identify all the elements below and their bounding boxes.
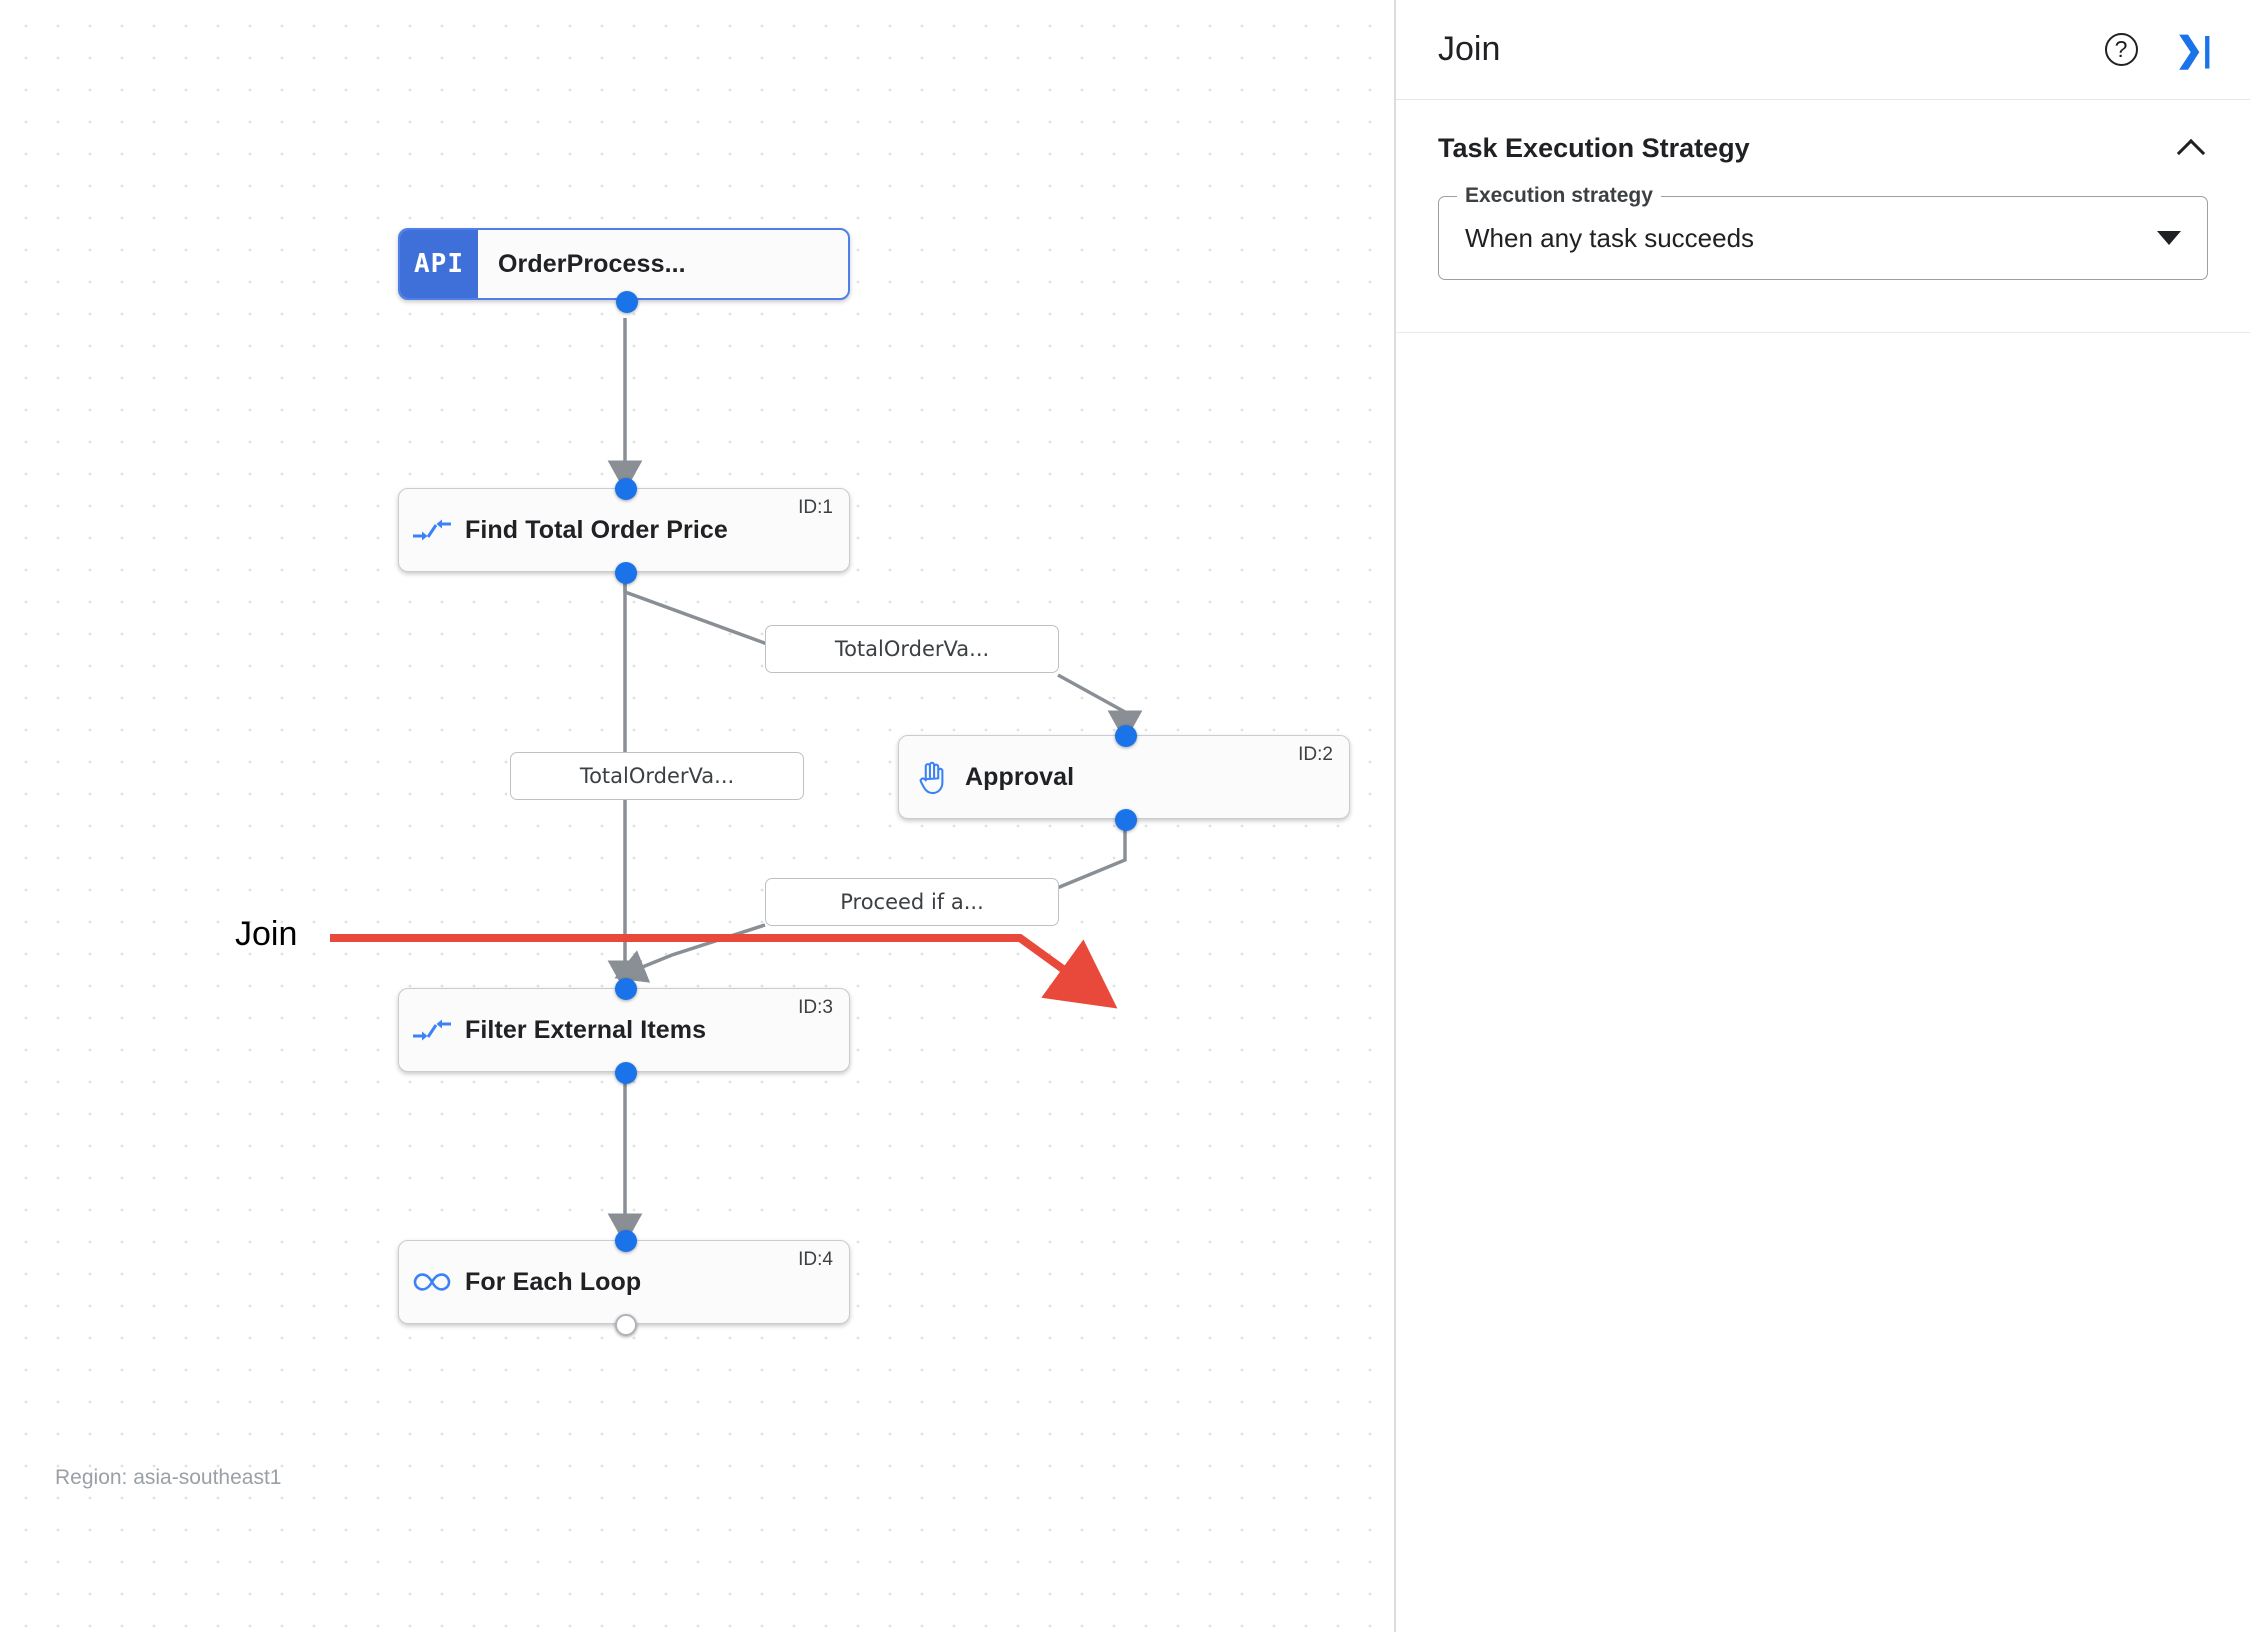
node-id-badge: ID:3 bbox=[798, 997, 833, 1018]
node-output-port[interactable] bbox=[615, 1314, 637, 1336]
node-title: Find Total Order Price bbox=[465, 515, 728, 544]
node-title: OrderProcess... bbox=[498, 249, 686, 278]
node-input-port[interactable] bbox=[615, 978, 637, 1000]
merge-arrows-icon bbox=[399, 1017, 465, 1043]
section-title: Task Execution Strategy bbox=[1438, 132, 1750, 163]
execution-strategy-select[interactable]: Execution strategy When any task succeed… bbox=[1438, 184, 2208, 280]
merge-arrows-icon bbox=[399, 517, 465, 543]
edge-label-chip[interactable]: Proceed if a... bbox=[765, 878, 1059, 926]
node-find-total-order-price[interactable]: Find Total Order Price ID:1 bbox=[398, 478, 850, 584]
node-output-port[interactable] bbox=[616, 291, 638, 313]
properties-panel: Join ? ❯| Task Execution Strategy Execut… bbox=[1396, 0, 2250, 1632]
node-output-port[interactable] bbox=[615, 562, 637, 584]
execution-strategy-value: When any task succeeds bbox=[1465, 222, 1755, 253]
section-header-toggle[interactable]: Task Execution Strategy bbox=[1438, 100, 2208, 196]
node-output-port[interactable] bbox=[1115, 809, 1137, 831]
hand-icon bbox=[899, 759, 965, 795]
panel-header: Join ? ❯| bbox=[1396, 0, 2250, 100]
panel-title: Join bbox=[1438, 30, 1501, 68]
help-circle-icon[interactable]: ? bbox=[2094, 23, 2148, 77]
section-task-execution-strategy: Task Execution Strategy Execution strate… bbox=[1396, 100, 2250, 333]
api-badge-icon: API bbox=[400, 230, 478, 298]
node-filter-external-items[interactable]: Filter External Items ID:3 bbox=[398, 978, 850, 1084]
edge-label-chip[interactable]: TotalOrderVa... bbox=[510, 752, 804, 800]
node-approval[interactable]: Approval ID:2 bbox=[898, 725, 1350, 831]
node-input-port[interactable] bbox=[615, 1230, 637, 1252]
node-id-badge: ID:2 bbox=[1298, 744, 1333, 765]
canvas-panel-divider bbox=[1394, 0, 1396, 1632]
section-body: Execution strategy When any task succeed… bbox=[1438, 184, 2208, 332]
node-output-port[interactable] bbox=[615, 1062, 637, 1084]
collapse-glyph: ❯| bbox=[2174, 30, 2212, 69]
node-title: For Each Loop bbox=[465, 1267, 642, 1296]
node-id-badge: ID:4 bbox=[798, 1249, 833, 1270]
node-input-port[interactable] bbox=[615, 478, 637, 500]
edge-label-chip[interactable]: TotalOrderVa... bbox=[765, 625, 1059, 673]
help-glyph: ? bbox=[2104, 33, 2138, 66]
node-title: Approval bbox=[965, 762, 1075, 791]
region-label: Region: asia-southeast1 bbox=[55, 1466, 282, 1489]
node-title: Filter External Items bbox=[465, 1015, 707, 1044]
node-order-process[interactable]: API OrderProcess... bbox=[398, 228, 850, 313]
chevron-down-icon[interactable] bbox=[2157, 231, 2181, 245]
chevron-up-icon[interactable] bbox=[2178, 133, 2208, 163]
workflow-canvas[interactable]: API OrderProcess... Find Total Order Pri… bbox=[0, 0, 1394, 1632]
execution-strategy-label: Execution strategy bbox=[1457, 184, 1661, 208]
node-id-badge: ID:1 bbox=[798, 497, 833, 518]
collapse-panel-icon[interactable]: ❯| bbox=[2166, 23, 2220, 77]
node-for-each-loop[interactable]: For Each Loop ID:4 bbox=[398, 1230, 850, 1336]
annotation-label-join: Join bbox=[235, 915, 298, 953]
infinity-icon bbox=[399, 1270, 465, 1294]
node-input-port[interactable] bbox=[1115, 725, 1137, 747]
